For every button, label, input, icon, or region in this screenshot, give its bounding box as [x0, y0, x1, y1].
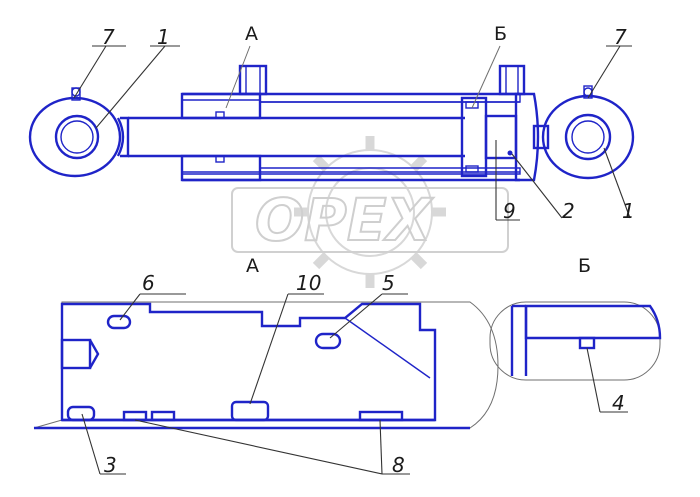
top-leaders	[73, 45, 632, 221]
label-6: 6	[142, 271, 155, 295]
watermark: OPEX	[231, 136, 509, 288]
detail-b-title: Б	[578, 255, 591, 277]
label-3: 3	[104, 453, 117, 477]
watermark-text: OPEX	[255, 186, 434, 254]
seal-6	[106, 314, 132, 330]
cylinder-gland	[180, 92, 262, 182]
left-eye-bushing	[28, 87, 125, 178]
piston-rod	[120, 116, 465, 158]
port-b	[498, 64, 526, 96]
label-2: 2	[562, 199, 575, 223]
piston	[460, 96, 518, 178]
seal-3	[66, 405, 96, 422]
detail-b-body	[524, 304, 662, 340]
right-eye-bushing	[541, 85, 635, 180]
label-7-left: 7	[102, 25, 115, 49]
seal-8-b	[150, 410, 176, 422]
cylinder-assembly	[28, 45, 635, 182]
detail-a: А	[33, 255, 499, 430]
detail-a-leaders	[81, 293, 410, 475]
end-cap	[514, 92, 550, 182]
section-mark-a: А	[245, 23, 258, 45]
detail-a-title: А	[246, 255, 259, 277]
label-1-right: 1	[622, 199, 635, 223]
label-5: 5	[382, 271, 395, 295]
seal-8-c	[358, 410, 404, 422]
label-10: 10	[296, 271, 321, 295]
seal-10	[230, 400, 270, 422]
seal-4	[578, 336, 596, 350]
label-4: 4	[612, 391, 625, 415]
label-9: 9	[503, 199, 516, 223]
label-1-left: 1	[157, 25, 170, 49]
seal-5	[314, 332, 342, 350]
label-8: 8	[392, 453, 405, 477]
detail-b: Б	[489, 255, 662, 413]
cylinder-barrel	[181, 92, 521, 182]
label-7-right: 7	[614, 25, 627, 49]
port-a	[238, 64, 268, 96]
section-lines	[225, 45, 501, 109]
section-mark-b: Б	[494, 23, 507, 45]
